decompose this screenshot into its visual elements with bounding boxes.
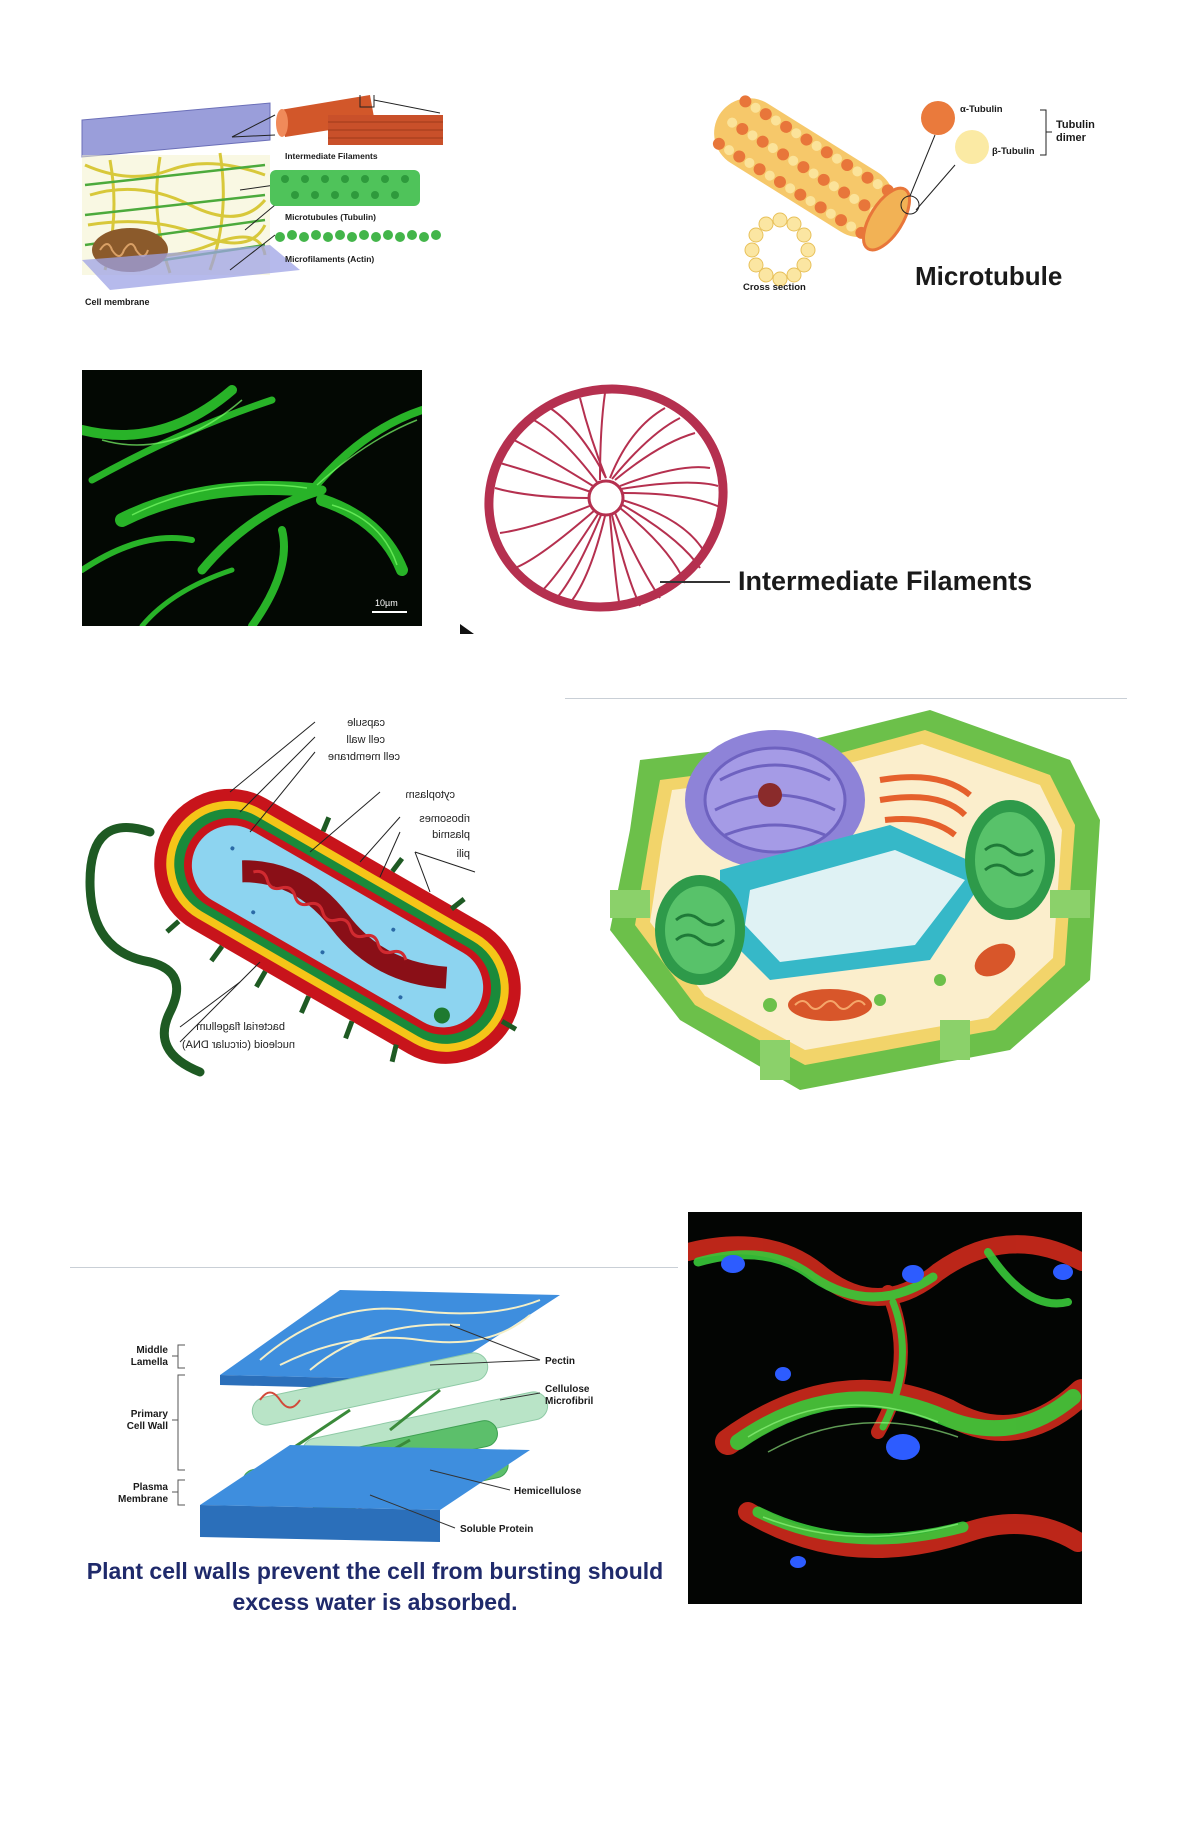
bacterial-flagellum-label: bacterial flagellum: [196, 1021, 285, 1033]
cytoskeleton-diagram: Cell membrane Intermediate Filaments Mic…: [81, 95, 443, 307]
caption-line-1: Plant cell walls prevent the cell from b…: [86, 1558, 664, 1584]
plant-cell-wall-diagram: Middle Lamella Primary Cell Wall Plasma …: [118, 1290, 594, 1542]
primary-wall-label: Primary: [131, 1409, 169, 1420]
alpha-tubulin-label: α-Tubulin: [960, 104, 1003, 115]
divider-upper: [565, 698, 1127, 699]
beta-tubulin-icon: [955, 130, 989, 164]
cellulose-label: Cellulose: [545, 1384, 590, 1395]
cross-section-label: Cross section: [743, 282, 806, 293]
middle-lamella-label: Middle: [136, 1345, 168, 1356]
cell-wall-label: cell wall: [346, 734, 385, 746]
cell-membrane-label: Cell membrane: [85, 297, 150, 307]
pectin-label: Pectin: [545, 1356, 575, 1367]
intermediate-filaments-title: Intermediate Filaments: [738, 566, 1032, 596]
plasmid-label: plasmid: [432, 829, 470, 841]
pili-label: pili: [457, 848, 470, 860]
soluble-protein-label: Soluble Protein: [460, 1524, 533, 1535]
plasma-membrane-label: Plasma: [133, 1482, 168, 1493]
intermediate-filaments-label: Intermediate Filaments: [285, 151, 378, 161]
cellulose-label-2: Microfibril: [545, 1396, 594, 1407]
actin-micrograph: 10µm: [82, 370, 422, 626]
plant-wall-caption: Plant cell walls prevent the cell from b…: [70, 1556, 680, 1618]
cell-membrane-label-bacterium: cell membrane: [328, 751, 400, 763]
hemicellulose-label: Hemicellulose: [514, 1486, 582, 1497]
tubulin-dimer-label: Tubulin: [1056, 119, 1095, 131]
microtubule-title: Microtubule: [915, 261, 1062, 291]
primary-wall-label-2: Cell Wall: [127, 1421, 169, 1432]
cytoplasm-label: cytoplasm: [405, 789, 455, 801]
scale-bar-label: 10µm: [375, 598, 398, 608]
caption-line-2: excess water is absorbed.: [232, 1589, 518, 1615]
nucleoid-label: nucleoid (circular DNA): [182, 1039, 295, 1051]
intermediate-filaments-diagram: Intermediate Filaments: [460, 384, 1032, 634]
microfilaments-label: Microfilaments (Actin): [285, 254, 374, 264]
fluorescence-micrograph: [688, 1212, 1082, 1604]
plant-cell-diagram: [610, 710, 1100, 1090]
middle-lamella-label-2: Lamella: [131, 1357, 169, 1368]
ribosomes-label: ribosomes: [419, 813, 470, 825]
alpha-tubulin-icon: [921, 101, 955, 135]
microtubule-diagram: α-Tubulin β-Tubulin Tubulin dimer Cross …: [712, 95, 1095, 293]
plasma-membrane-label-2: Membrane: [118, 1494, 168, 1505]
bacterium-diagram: capsule cell wall cell membrane cytoplas…: [85, 717, 521, 1077]
tubulin-dimer-label-2: dimer: [1056, 132, 1087, 144]
beta-tubulin-label: β-Tubulin: [992, 146, 1035, 157]
microtubules-label: Microtubules (Tubulin): [285, 212, 376, 222]
divider-lower: [70, 1267, 678, 1268]
capsule-label: capsule: [347, 717, 385, 729]
